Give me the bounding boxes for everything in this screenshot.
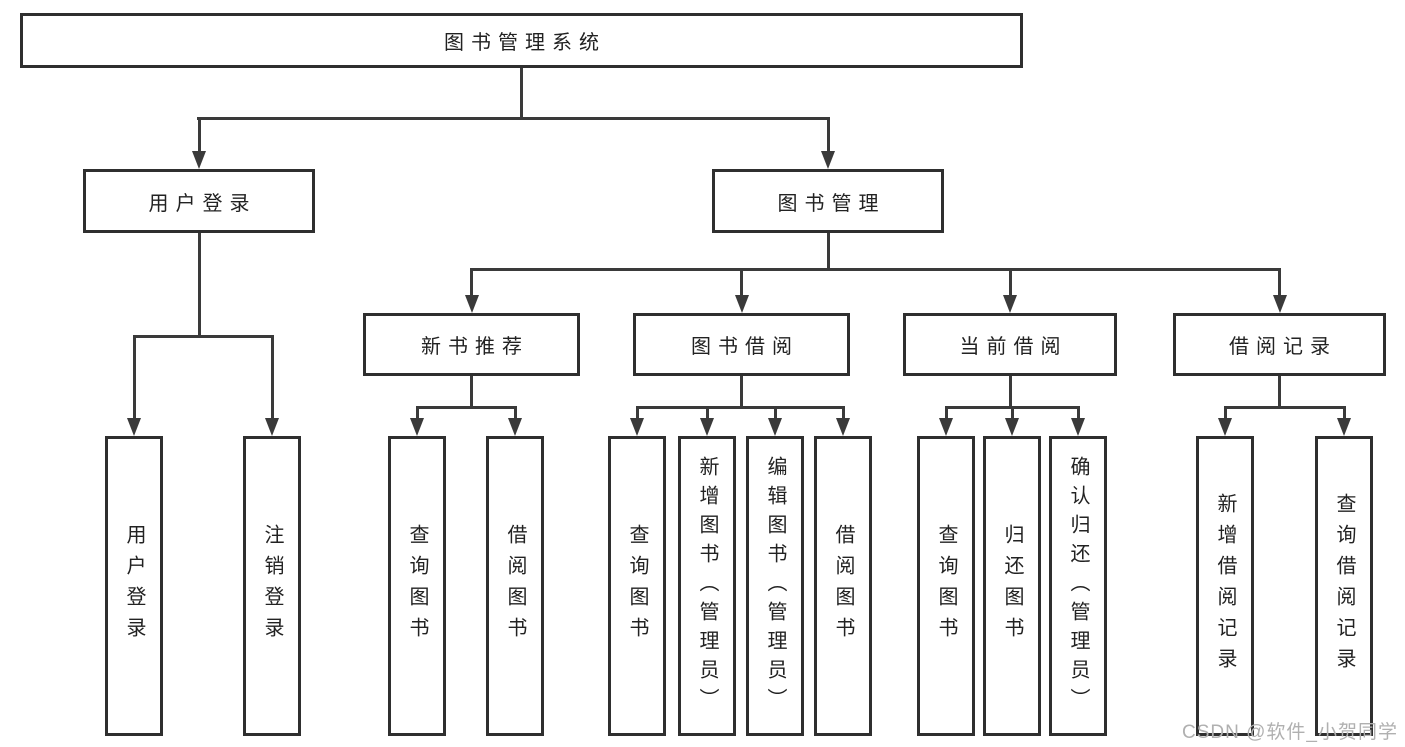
arrow-down-icon <box>821 151 835 169</box>
leaf-edit-books-admin: 编辑图书（管理员） <box>746 436 804 736</box>
csdn-watermark: CSDN @软件_小贺同学 <box>1182 722 1398 743</box>
connector-vline <box>270 335 274 421</box>
connector-vline <box>826 233 830 271</box>
leaf-query-books-recommend: 查询图书 <box>388 436 446 736</box>
connector-vline <box>520 68 523 119</box>
connector-hline <box>470 268 1281 271</box>
leaf-user-login: 用户登录 <box>105 436 163 736</box>
arrow-down-icon <box>1071 418 1085 436</box>
connector-vline <box>635 406 639 421</box>
arrow-down-icon <box>508 418 522 436</box>
connector-vline <box>944 406 948 421</box>
arrow-down-icon <box>1003 295 1017 313</box>
connector-hline <box>132 335 274 338</box>
node-book-management: 图书管理 <box>712 169 944 233</box>
connector-hline <box>197 117 830 120</box>
node-borrowing-records: 借阅记录 <box>1173 313 1386 376</box>
node-new-book-recommend: 新书推荐 <box>363 313 580 376</box>
arrow-down-icon <box>192 151 206 169</box>
leaf-confirm-return-admin: 确认归还（管理员） <box>1049 436 1107 736</box>
connector-vline <box>773 406 777 421</box>
leaf-add-books-admin: 新增图书（管理员） <box>678 436 736 736</box>
arrow-down-icon <box>410 418 424 436</box>
connector-vline <box>197 233 201 337</box>
connector-vline <box>841 406 845 421</box>
node-user-login: 用户登录 <box>83 169 315 233</box>
leaf-borrow-books-recommend: 借阅图书 <box>486 436 544 736</box>
connector-vline <box>197 117 201 153</box>
arrow-down-icon <box>464 295 479 313</box>
connector-vline <box>1278 268 1281 298</box>
arrow-down-icon <box>700 418 714 436</box>
arrow-down-icon <box>127 418 141 436</box>
connector-vline <box>740 268 743 298</box>
leaf-add-borrow-record: 新增借阅记录 <box>1196 436 1254 736</box>
arrow-down-icon <box>939 418 953 436</box>
connector-hline <box>1223 406 1346 409</box>
arrow-down-icon <box>836 418 850 436</box>
connector-vline <box>470 376 473 409</box>
arrow-down-icon <box>1005 418 1019 436</box>
connector-vline <box>470 268 473 298</box>
connector-vline <box>740 376 743 409</box>
leaf-borrow-books-borrowing: 借阅图书 <box>814 436 872 736</box>
node-book-borrowing: 图书借阅 <box>633 313 850 376</box>
connector-vline <box>1342 406 1346 421</box>
connector-vline <box>415 406 419 421</box>
connector-vline <box>1008 268 1012 298</box>
leaf-query-books-borrowing: 查询图书 <box>608 436 666 736</box>
arrow-down-icon <box>630 418 644 436</box>
connector-vline <box>132 335 136 421</box>
connector-hline <box>415 406 517 409</box>
node-current-borrowing: 当前借阅 <box>903 313 1117 376</box>
leaf-query-borrow-record: 查询借阅记录 <box>1315 436 1373 736</box>
connector-vline <box>1223 406 1227 421</box>
connector-vline <box>826 117 830 153</box>
node-root: 图书管理系统 <box>20 13 1023 68</box>
leaf-return-books: 归还图书 <box>983 436 1041 736</box>
connector-vline <box>513 406 517 421</box>
connector-vline <box>1278 376 1281 409</box>
leaf-logout-login: 注销登录 <box>243 436 301 736</box>
connector-vline <box>1008 376 1012 409</box>
arrow-down-icon <box>768 418 782 436</box>
connector-vline <box>705 406 709 421</box>
arrow-down-icon <box>734 295 749 313</box>
arrow-down-icon <box>1337 418 1351 436</box>
arrow-down-icon <box>1272 295 1287 313</box>
connector-hline <box>635 406 845 409</box>
arrow-down-icon <box>265 418 279 436</box>
connector-vline <box>1076 406 1080 421</box>
arrow-down-icon <box>1218 418 1232 436</box>
connector-vline <box>1010 406 1014 421</box>
leaf-query-books-current: 查询图书 <box>917 436 975 736</box>
